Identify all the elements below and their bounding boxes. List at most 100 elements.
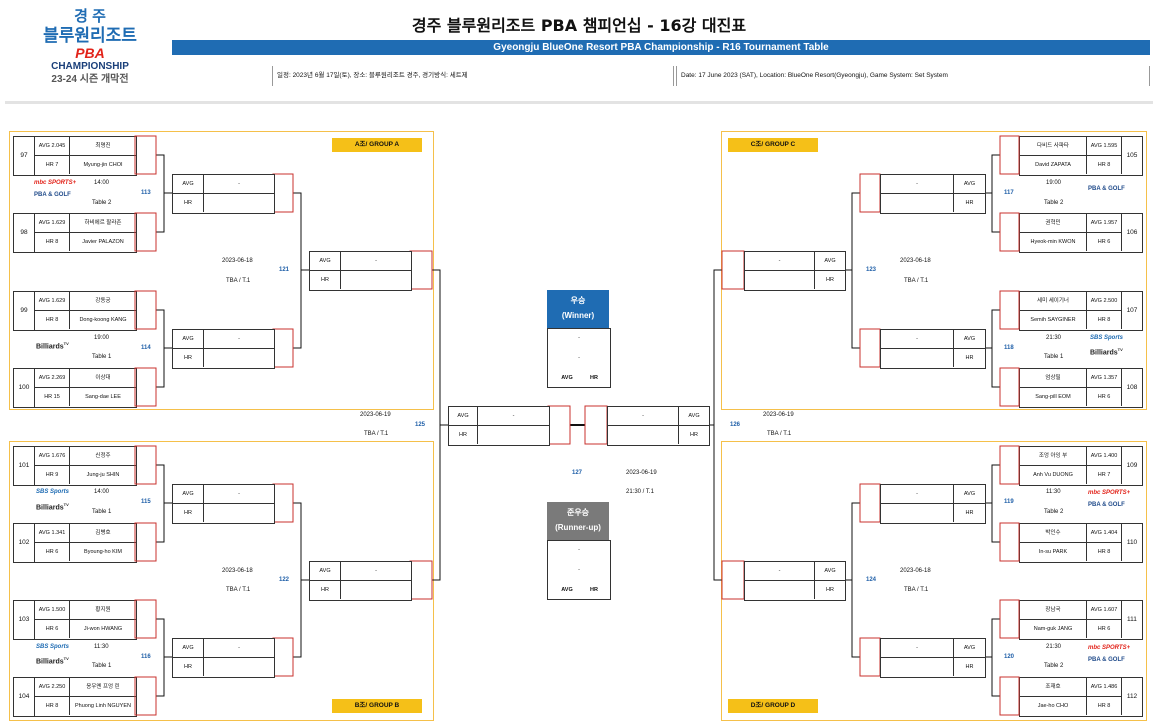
hr-label: HR — [965, 510, 974, 516]
player-hr: HR 8 — [1087, 156, 1122, 174]
winner-hr-label: HR — [590, 375, 598, 381]
match-114-number: 114 — [141, 345, 151, 351]
player-name-english: Javier PALAZON — [82, 239, 124, 245]
winner-slot-1: - — [578, 335, 580, 341]
match-122-number: 122 — [279, 577, 290, 583]
player-name-korean: 응우옌 프엉 린 — [70, 678, 136, 697]
player-seed: 109 — [1126, 462, 1138, 469]
match-124-date: 2023-06-18 — [900, 568, 931, 574]
player-avg: AVG 1.486 — [1087, 678, 1122, 697]
player-name-korean: 하비에르 팔라존 — [70, 214, 136, 233]
player-hr: HR 6 — [1087, 388, 1122, 406]
player-name-english: In-su PARK — [1020, 543, 1087, 561]
player-hr: HR 7 — [35, 156, 70, 174]
player-hr: HR 8 — [35, 697, 70, 715]
billiards-text: Billiards — [36, 343, 64, 351]
match-120-time: 21:30 — [1046, 644, 1062, 650]
player-name-english: Phuong Linh NGUYEN — [75, 703, 131, 709]
winner-avg-label: AVG — [561, 375, 573, 381]
player-avg: AVG 1.629 — [35, 214, 70, 233]
mbc-sports-logo-120: mbc SPORTS+ — [1088, 645, 1131, 651]
match-118-table: Table 1 — [1044, 354, 1064, 360]
match-121-date: 2023-06-18 — [222, 258, 253, 264]
header-divider — [5, 101, 1153, 104]
group-a-label: A조/ GROUP A — [332, 138, 422, 152]
match-126-score: - AVG HR — [607, 406, 710, 446]
player-seed: 103 — [14, 601, 35, 639]
group-c-label: C조/ GROUP C — [728, 138, 818, 152]
player-name-korean: 조엉 아잉 부 — [1020, 447, 1087, 466]
pba-golf-logo-113: PBA & GOLF — [34, 192, 71, 198]
hr-label: HR — [173, 194, 204, 212]
tv-sup: TV — [63, 656, 69, 661]
match-119-table: Table 2 — [1044, 509, 1064, 515]
player-seed: 98 — [14, 214, 35, 252]
player-slot: - — [204, 175, 274, 194]
runnerup-hr-label: HR — [590, 587, 598, 593]
player-avg: AVG 1.957 — [1087, 214, 1122, 233]
player-avg: AVG 1.404 — [1087, 524, 1122, 543]
player-hr: HR 15 — [35, 388, 70, 406]
avg-label: AVG — [954, 639, 985, 658]
match-114-time: 19:00 — [94, 335, 110, 341]
match-126-table: TBA / T.1 — [767, 431, 792, 437]
avg-label: AVG — [954, 485, 985, 504]
match-123-number: 123 — [866, 267, 877, 273]
player-card-109: 조엉 아잉 부 Anh Vu DUONG AVG 1.400 HR 7 109 — [1019, 446, 1143, 486]
match-120-number: 120 — [1004, 654, 1015, 660]
schedule-info-english: Date: 17 June 2023 (SAT), Location: Blue… — [676, 66, 1150, 86]
player-hr: HR 8 — [1087, 697, 1122, 715]
avg-label: AVG — [449, 407, 478, 426]
match-115-time: 14:00 — [94, 489, 110, 495]
player-slot: - — [204, 639, 274, 658]
winner-label-korean: 우승 — [570, 296, 586, 305]
player-name-korean: 장남국 — [1020, 601, 1087, 620]
logo-line2: 블루원리조트 — [43, 26, 137, 45]
player-name-korean: 신정주 — [70, 447, 136, 466]
player-name-korean: 강동궁 — [70, 292, 136, 311]
player-slot-blank — [745, 271, 815, 289]
hr-label: HR — [965, 355, 974, 361]
player-avg: AVG 1.357 — [1087, 369, 1122, 388]
player-seed: 107 — [1126, 307, 1138, 314]
player-slot: - — [745, 252, 815, 271]
winner-label-english: (Winner) — [561, 311, 595, 320]
match-120-table: Table 2 — [1044, 663, 1064, 669]
match-123-table: TBA / T.1 — [904, 278, 929, 284]
player-hr: HR 7 — [1087, 466, 1122, 484]
sbs-sports-logo-118: SBS Sports — [1090, 335, 1124, 341]
player-slot: - — [341, 252, 411, 271]
player-name-korean: 박인수 — [1020, 524, 1087, 543]
player-seed: 111 — [1127, 616, 1137, 623]
avg-label: AVG — [173, 639, 204, 658]
player-name-korean: 조재호 — [1020, 678, 1087, 697]
player-seed: 110 — [1126, 539, 1138, 546]
hr-label: HR — [965, 200, 974, 206]
match-123-score: - AVG HR — [744, 251, 846, 291]
runnerup-label-korean: 준우승 — [566, 508, 590, 517]
player-card-105: 다비드 사파타 David ZAPATA AVG 1.595 HR 8 105 — [1019, 136, 1143, 176]
player-avg: AVG 1.595 — [1087, 137, 1122, 156]
mbc-sports-logo-119: mbc SPORTS+ — [1088, 490, 1131, 496]
player-card-100: 100 AVG 2.269 HR 15 이상대 Sang-dae LEE — [13, 368, 137, 408]
player-slot-blank — [745, 581, 815, 599]
page-subtitle: Gyeongju BlueOne Resort PBA Championship… — [172, 40, 1150, 55]
hr-label: HR — [826, 587, 834, 593]
hr-label: HR — [310, 271, 341, 289]
runnerup-avg-label: AVG — [561, 587, 573, 593]
avg-label: AVG — [310, 252, 341, 271]
avg-label: AVG — [954, 330, 985, 349]
player-name-english: Anh Vu DUONG — [1020, 466, 1087, 484]
group-d-label: D조/ GROUP D — [728, 699, 818, 713]
player-seed: 100 — [14, 369, 35, 407]
match-117-number: 117 — [1004, 190, 1014, 196]
match-122-score: AVG HR - — [309, 561, 412, 601]
player-name-korean: 황지원 — [70, 601, 136, 620]
avg-label: AVG — [310, 562, 341, 581]
hr-label: HR — [826, 277, 834, 283]
avg-label: AVG — [815, 252, 845, 271]
group-b-frame — [9, 441, 434, 721]
match-121-number: 121 — [279, 267, 290, 273]
avg-label: AVG — [173, 330, 204, 349]
match-115-number: 115 — [141, 499, 151, 505]
